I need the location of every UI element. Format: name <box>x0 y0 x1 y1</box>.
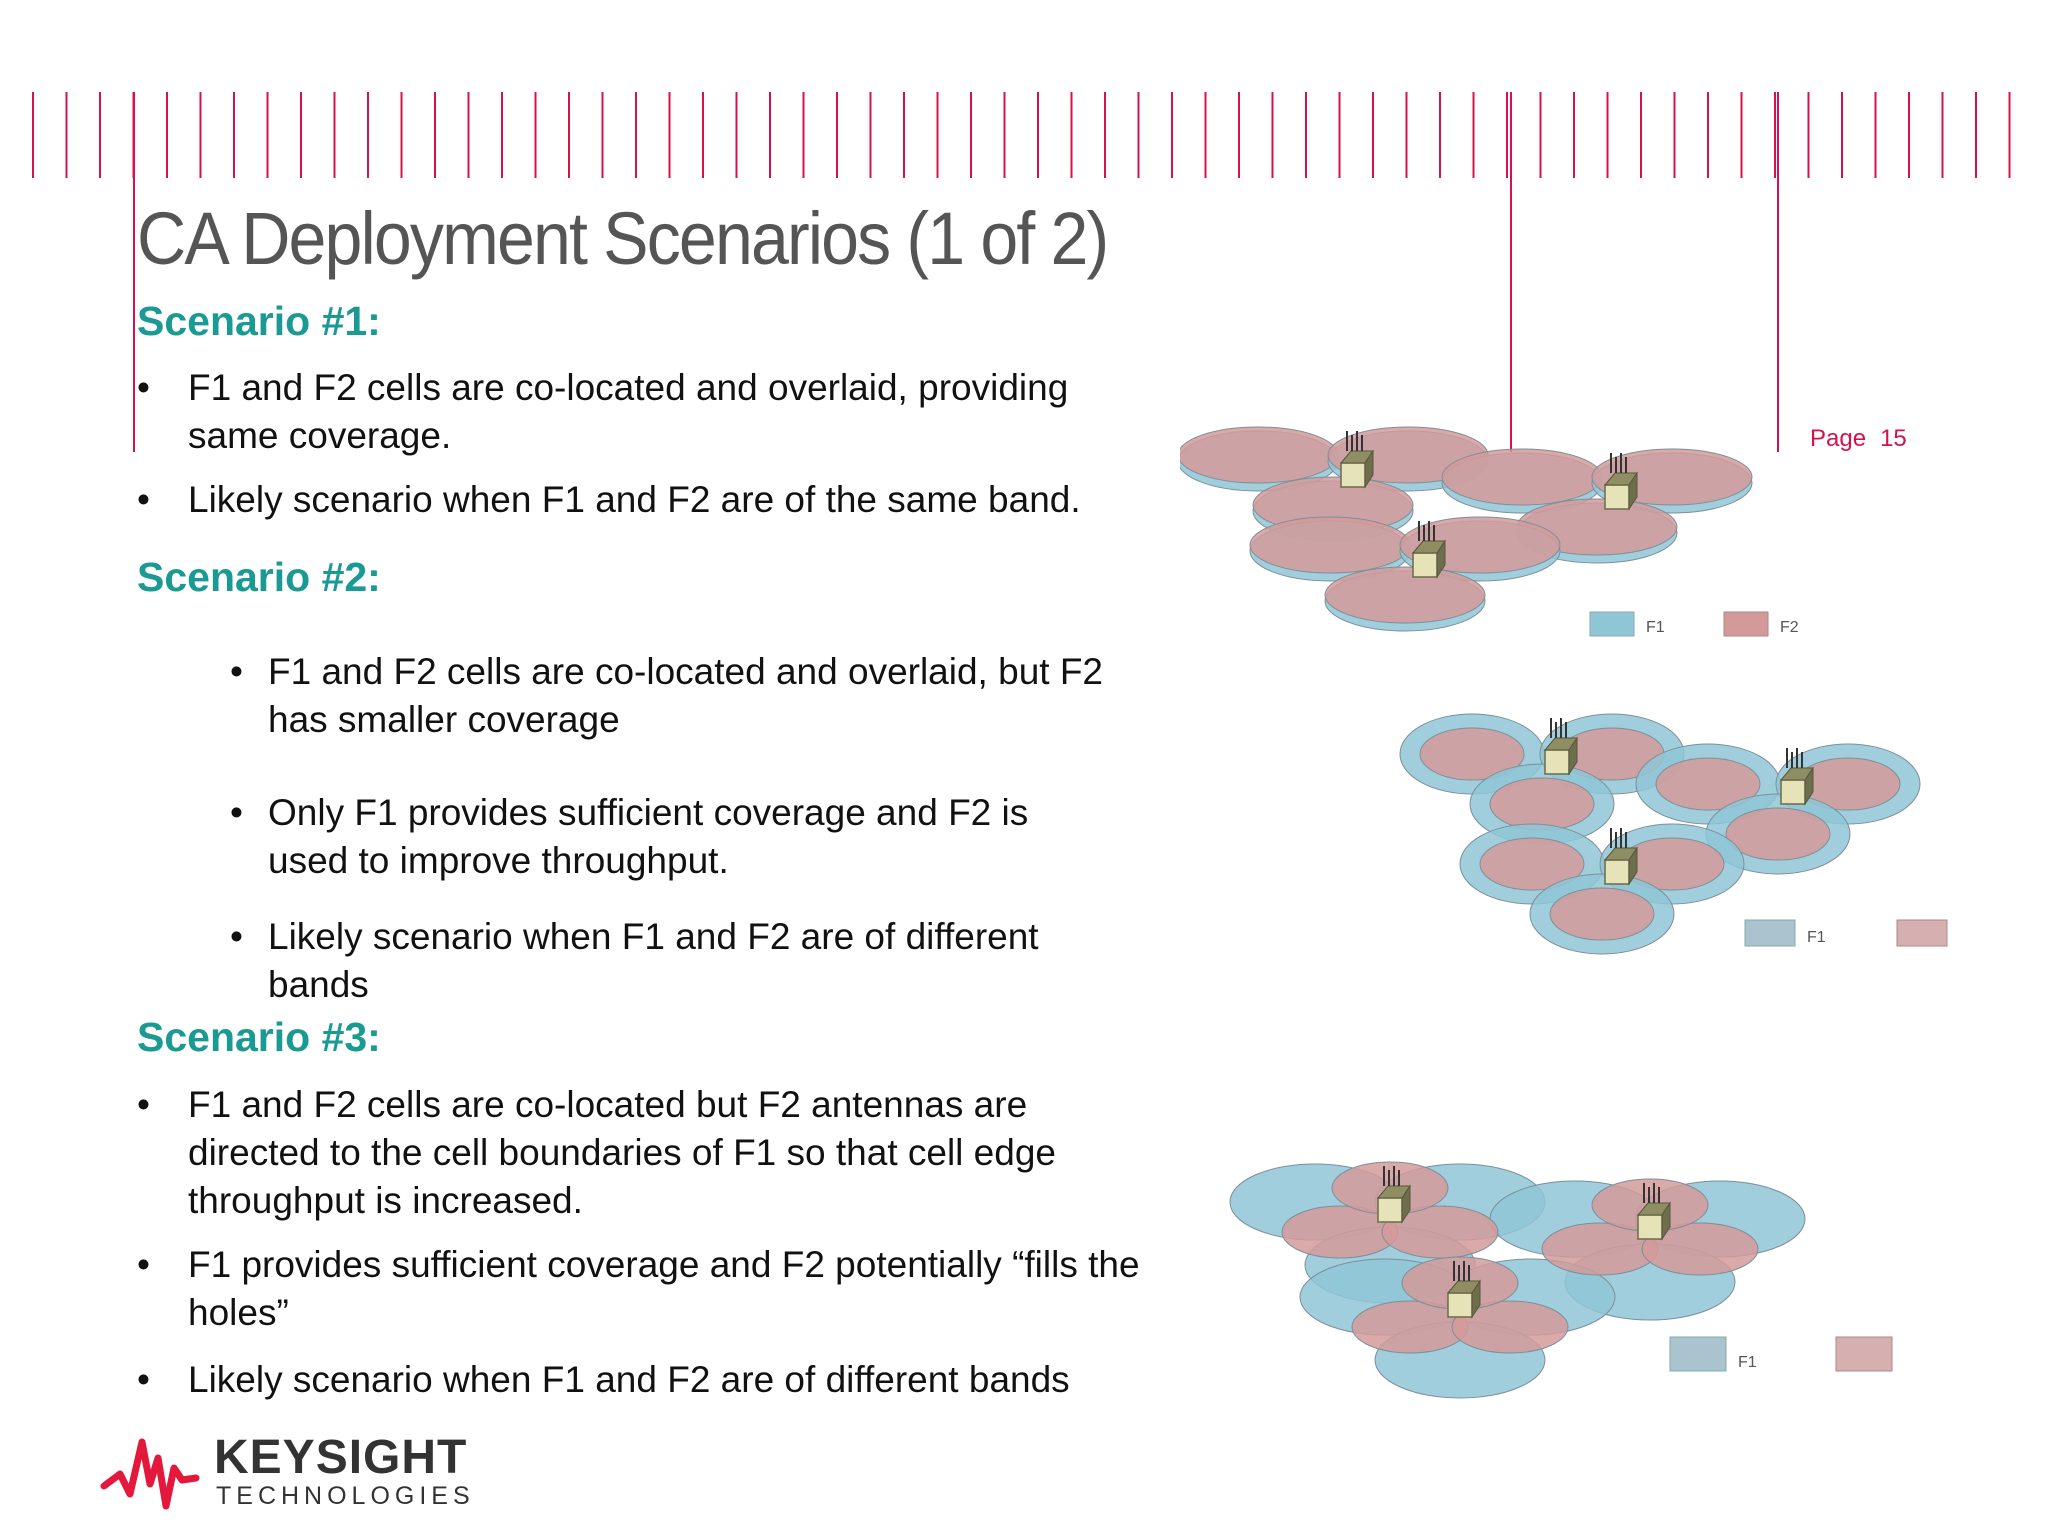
logo-wordmark: KEYSIGHT <box>214 1431 468 1484</box>
f2-coverage-lobe <box>1655 757 1761 811</box>
f2-coverage-lobe <box>1324 566 1486 624</box>
legend-f2-swatch <box>1835 1336 1893 1372</box>
keysight-wave-mark <box>100 1438 200 1510</box>
base-station-icon <box>1411 521 1446 579</box>
f2-coverage-lobe <box>1489 777 1595 831</box>
legend-f1-label: F1 <box>1646 619 1665 636</box>
base-station-icon <box>1636 1183 1671 1241</box>
scenario-1-coverage-diagram: F1 F2 <box>1180 426 1799 637</box>
base-station-icon <box>1603 828 1638 886</box>
base-station-icon <box>1603 453 1638 511</box>
scenario-1-heading: Scenario #1: <box>137 298 381 344</box>
page-label: Page <box>1810 425 1867 452</box>
scenario-3-heading: Scenario #3: <box>137 1014 381 1060</box>
f2-coverage-lobe <box>1441 448 1603 506</box>
f2-coverage-lobe <box>1549 887 1655 941</box>
f2-coverage-lobe <box>1381 1205 1499 1259</box>
f2-coverage-lobe <box>1641 1222 1759 1276</box>
f2-coverage-lobe <box>1725 807 1831 861</box>
base-station-icon <box>1376 1166 1411 1224</box>
f2-coverage-lobe <box>1180 426 1339 484</box>
legend-f1-swatch <box>1744 919 1796 947</box>
page-number: Page 15 <box>1810 425 1921 453</box>
scenario-2-heading: Scenario #2: <box>137 554 381 600</box>
legend-f1-swatch <box>1589 611 1635 637</box>
legend-f2-label: F2 <box>1904 1354 1905 1371</box>
f2-coverage-lobe <box>1419 727 1525 781</box>
f2-coverage-lobe <box>1479 837 1585 891</box>
page-value: 15 <box>1880 425 1907 452</box>
base-station-icon <box>1779 748 1814 806</box>
legend-f2-label: F2 <box>1780 619 1799 636</box>
decorative-tick-lines <box>32 92 2011 452</box>
f2-coverage-lobe <box>1249 516 1411 574</box>
logo-subtitle: TECHNOLOGIES <box>216 1482 475 1510</box>
base-station-icon <box>1543 718 1578 776</box>
legend-f1-label: F1 <box>1738 1354 1757 1371</box>
f2-coverage-lobe <box>1451 1300 1569 1354</box>
scenario-3-coverage-diagram: F1 F2 <box>1229 1161 1905 1399</box>
page-title: CA Deployment Scenarios (1 of 2) <box>137 197 1109 280</box>
legend-f1-swatch <box>1669 1336 1727 1372</box>
legend-f2-swatch <box>1723 611 1769 637</box>
legend-f1-label: F1 <box>1807 929 1826 946</box>
legend-f2-swatch <box>1896 919 1948 947</box>
base-station-icon <box>1339 431 1374 489</box>
base-station-icon <box>1446 1261 1481 1319</box>
